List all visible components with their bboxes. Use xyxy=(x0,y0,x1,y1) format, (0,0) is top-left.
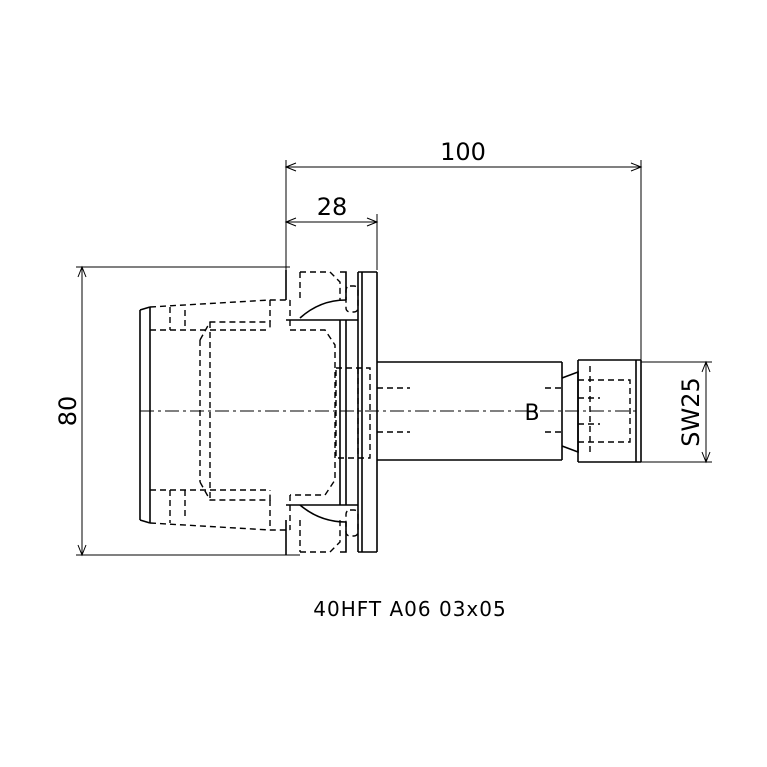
dimension-label-80: 80 xyxy=(54,396,82,427)
dimension-label-28: 28 xyxy=(317,193,348,221)
taper-body xyxy=(139,299,336,531)
dimension-label-sw25: SW25 xyxy=(677,377,705,447)
part-caption: 40HFT A06 03x05 xyxy=(313,597,506,621)
dimension-label-100: 100 xyxy=(440,138,486,166)
marker-label: B xyxy=(524,401,539,426)
dimension-tool-size: SW25 xyxy=(641,360,712,464)
dimension-flange-length: 28 xyxy=(284,193,379,270)
dimension-flange-diameter: 80 xyxy=(54,265,300,557)
shank: B xyxy=(377,361,563,461)
dimension-overall-length: 100 xyxy=(284,138,643,360)
collar-nut xyxy=(561,359,642,463)
flange xyxy=(285,270,378,555)
